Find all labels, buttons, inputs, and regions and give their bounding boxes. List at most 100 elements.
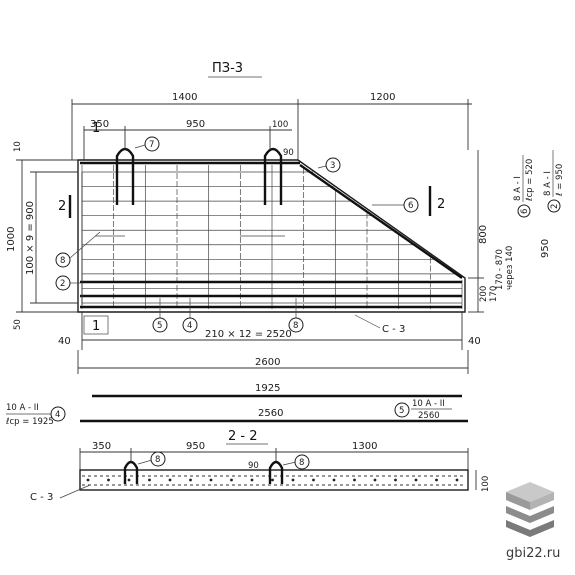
bar4-steel: 10 А - II xyxy=(6,403,39,413)
schedule-2-steel: 8 А - I xyxy=(543,171,553,196)
section-bar-dot xyxy=(86,478,90,482)
section-mark-1-bottom: 1 xyxy=(92,319,100,334)
schedule-2-length: ℓ = 950 xyxy=(555,164,565,197)
dim-1000: 1000 xyxy=(6,227,17,252)
mesh-label-section: С - 3 xyxy=(30,492,53,503)
pos-circle-5 xyxy=(152,317,168,333)
bar5-steel: 10 А - II xyxy=(412,399,445,409)
section-bar-dot xyxy=(435,478,438,482)
section-slab xyxy=(79,469,469,491)
leader xyxy=(317,165,327,169)
leader xyxy=(69,231,101,259)
section-bar-dot xyxy=(107,478,110,482)
section-bar-dot xyxy=(127,478,131,482)
section-mark-1-top: 1 xyxy=(92,121,100,136)
leader xyxy=(134,144,146,149)
dim-range: 170 - 870 xyxy=(495,249,505,290)
dim-950: 950 xyxy=(186,119,205,130)
pos-2: 2 xyxy=(60,279,65,289)
pos-4: 4 xyxy=(187,321,192,331)
section-bar-dot xyxy=(230,478,233,482)
pos-circle-4-detail xyxy=(50,406,66,422)
pos-circle-6-schedule xyxy=(517,204,531,218)
lifting-loop-left xyxy=(115,147,135,205)
watermark-text: gbi22.ru xyxy=(506,546,560,561)
pos-circle-2-schedule xyxy=(547,199,561,213)
schedule-6-length: ℓср = 520 xyxy=(525,159,535,202)
schedule-6-pos: 6 xyxy=(520,209,530,214)
section-dim-100: 100 xyxy=(481,476,491,492)
section-loop-right xyxy=(268,460,284,484)
section-bar-dot xyxy=(250,478,254,482)
bar-schedule-right: 6 8 А - I ℓср = 520 xyxy=(513,155,535,218)
pos-3: 3 xyxy=(330,161,335,171)
pos-5: 5 xyxy=(157,321,162,331)
bar5-length-label: 2560 xyxy=(258,408,283,419)
bar-details: 1925 10 А - II ℓср = 1925 4 2560 5 10 А … xyxy=(5,383,468,427)
watermark-logo-icon xyxy=(506,482,554,537)
plan-dimensions: 1400 1200 350 950 100 90 1000 100 × 9 = … xyxy=(6,92,551,374)
leader xyxy=(282,461,297,466)
section-pos-8b: 8 xyxy=(299,458,304,468)
section-dim-350: 350 xyxy=(92,441,111,452)
leader xyxy=(354,314,381,329)
leader xyxy=(137,459,153,465)
dim-10: 10 xyxy=(13,141,23,152)
pos-circle-5-detail xyxy=(394,402,410,418)
schedule-6-steel: 8 А - I xyxy=(513,176,523,201)
dim-1400: 1400 xyxy=(172,92,197,103)
bar4-length-label: 1925 xyxy=(255,383,280,394)
dim-200: 200 xyxy=(479,286,489,302)
pos-8: 8 xyxy=(60,256,65,266)
section-bar-dots xyxy=(86,478,459,482)
section-2-2: 2 - 2 350 950 1300 90 8 8 100 С - 3 xyxy=(30,429,491,503)
watermark: gbi22.ru xyxy=(506,482,560,561)
pos-7: 7 xyxy=(149,140,154,150)
dim-170: 170 xyxy=(489,286,499,302)
section-bar-dot xyxy=(455,478,459,482)
section-pos-circle-8a xyxy=(150,451,166,467)
pos-circle-7 xyxy=(144,136,160,152)
plan-view xyxy=(77,147,466,313)
section-bar-dot xyxy=(394,478,397,482)
bar-3-diagonal xyxy=(299,164,463,279)
pos-6: 6 xyxy=(408,201,413,211)
dim-100: 100 xyxy=(272,120,288,130)
section-bar-dot xyxy=(209,478,213,482)
dim-step: через 140 xyxy=(505,246,515,290)
dim-1200: 1200 xyxy=(370,92,395,103)
leader xyxy=(59,484,91,499)
bar4-length: ℓср = 1925 xyxy=(5,417,54,427)
pos-circle-8b xyxy=(288,317,304,333)
drawing-title: ПЗ-3 xyxy=(212,61,243,76)
bar4-pos: 4 xyxy=(55,410,60,420)
bar5-pos: 5 xyxy=(399,406,404,416)
dim-800: 800 xyxy=(478,225,489,244)
dim-50: 50 xyxy=(13,319,23,330)
section-dim-1300: 1300 xyxy=(352,441,377,452)
mesh-label-plan: С - 3 xyxy=(382,324,405,335)
lifting-loop-right xyxy=(263,147,283,205)
pos-circle-3 xyxy=(325,157,341,173)
section-bar-dot xyxy=(271,478,274,482)
dim-2600: 2600 xyxy=(255,357,280,368)
section-cut-1 xyxy=(83,315,109,335)
pos-circle-4 xyxy=(182,317,198,333)
section-bar-dot xyxy=(189,478,192,482)
section-bar-dot xyxy=(148,478,151,482)
section-bar-dot xyxy=(312,478,315,482)
section-mark-2-right: 2 xyxy=(437,197,445,212)
section-mark-2-left: 2 xyxy=(58,199,66,214)
section-bar-dot xyxy=(291,478,295,482)
bar-schedule-right-2: 2 8 А - I ℓ = 950 xyxy=(543,150,565,213)
pos-circle-6 xyxy=(403,197,419,213)
section-marks: 2 2 1 1 xyxy=(58,121,445,335)
section-dim-90: 90 xyxy=(248,461,259,471)
section-bar-dot xyxy=(414,478,418,482)
section-bar-dot xyxy=(373,478,377,482)
schedule-2-pos: 2 xyxy=(550,204,560,209)
position-callouts: 7 3 6 8 2 5 4 8 С - 3 xyxy=(55,136,419,335)
section-dim-950: 950 xyxy=(186,441,205,452)
dim-350: 350 xyxy=(90,119,109,130)
